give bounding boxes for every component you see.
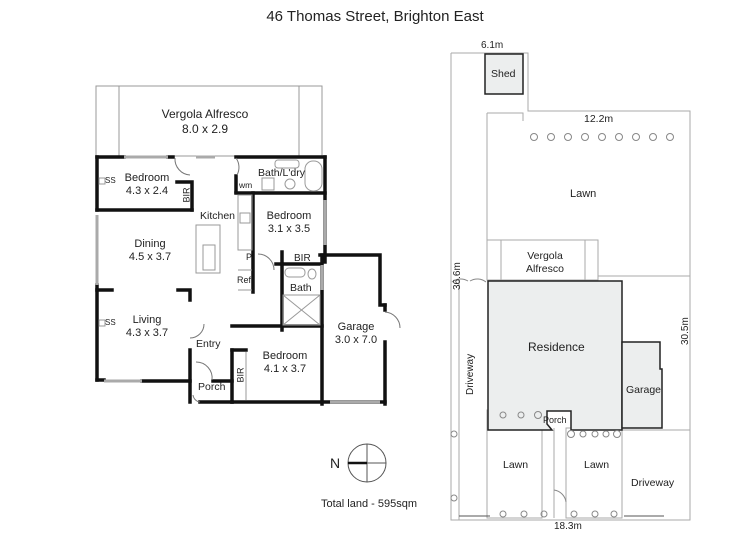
site-lawn-front-right: Lawn — [584, 459, 610, 471]
site-vergola-alfresco: Vergola Alfresco — [510, 250, 580, 276]
dimension-left: 36.6m — [452, 262, 463, 290]
room-dining: Dining 4.5 x 3.7 — [115, 238, 185, 264]
label-ss-living: SS — [105, 318, 116, 327]
dimension-rear: 12.2m — [584, 113, 614, 125]
room-name: Garage — [337, 321, 375, 333]
dimension-top: 6.1m — [481, 40, 504, 51]
label-line: Alfresco — [526, 263, 564, 275]
label-pantry: P — [246, 252, 253, 262]
dimension-right: 30.5m — [680, 317, 691, 345]
room-dims: 4.3 x 3.7 — [125, 327, 169, 339]
label-ss-bedroom1: SS — [105, 176, 116, 185]
room-name: Bedroom — [266, 210, 312, 222]
room-name: Dining — [134, 238, 166, 250]
room-bedroom-3: Bedroom 4.1 x 3.7 — [252, 350, 318, 376]
room-name: Bedroom — [262, 350, 308, 362]
dimension-front: 18.3m — [554, 521, 582, 532]
room-dims: 4.5 x 3.7 — [128, 251, 172, 263]
site-residence: Residence — [528, 340, 585, 354]
room-garage: Garage 3.0 x 7.0 — [328, 321, 384, 347]
label-line: Vergola — [527, 250, 563, 262]
compass-north-label: N — [330, 455, 341, 471]
room-dims: 4.1 x 3.7 — [263, 363, 307, 375]
label-bir-bath: BIR — [294, 253, 311, 264]
room-vergola-alfresco: Vergola Alfresco 8.0 x 2.9 — [130, 107, 280, 137]
site-driveway-right: Driveway — [631, 477, 675, 489]
room-bath-laundry: Bath/L'dry — [258, 167, 305, 179]
room-name: Vergola Alfresco — [161, 107, 249, 121]
site-garage: Garage — [626, 384, 662, 396]
site-lawn-front-left: Lawn — [503, 459, 529, 471]
room-kitchen: Kitchen — [200, 210, 236, 222]
room-dims: 3.0 x 7.0 — [334, 334, 378, 346]
room-dims: 3.1 x 3.5 — [267, 223, 311, 235]
site-porch: Porch — [543, 415, 567, 425]
room-porch: Porch — [198, 381, 226, 393]
room-name: Bedroom — [124, 172, 170, 184]
room-dims: 8.0 x 2.9 — [181, 122, 229, 136]
label-bir-bedroom1: BIR — [181, 187, 192, 203]
total-land-area: Total land - 595sqm — [321, 498, 417, 510]
label-bir-bedroom3: BIR — [235, 367, 246, 383]
room-dims: 4.3 x 2.4 — [125, 185, 169, 197]
room-bedroom-1: Bedroom 4.3 x 2.4 — [112, 172, 182, 198]
room-bedroom-2: Bedroom 3.1 x 3.5 — [258, 210, 320, 236]
room-name: Living — [132, 314, 162, 326]
site-shed: Shed — [491, 68, 516, 80]
room-living: Living 4.3 x 3.7 — [112, 314, 182, 340]
site-lawn-rear: Lawn — [570, 188, 597, 200]
label-washing-machine: wm — [239, 180, 253, 190]
room-bath: Bath — [290, 282, 312, 294]
site-driveway-left: Driveway — [465, 353, 476, 395]
room-entry: Entry — [196, 338, 221, 350]
page-title: 46 Thomas Street, Brighton East — [266, 8, 484, 25]
label-fridge: Ref — [237, 275, 252, 285]
